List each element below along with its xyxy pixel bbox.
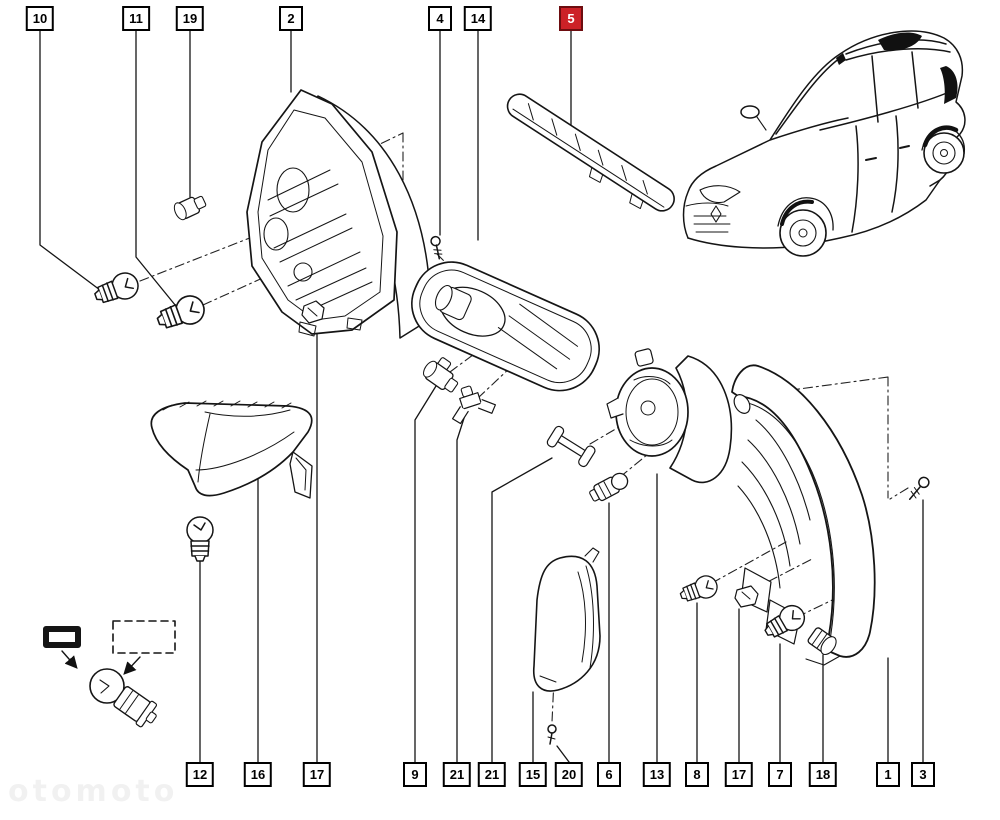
part-label-6: 6 [597,762,621,787]
part-label-16: 16 [243,762,273,787]
part-label-1: 1 [876,762,900,787]
legend-bulb-variants [43,620,176,728]
part-label-8: 8 [685,762,709,787]
bulb-socket-19-drawing [173,195,207,221]
part-label-13: 13 [642,762,672,787]
screw-4-drawing [430,235,443,260]
part-label-15: 15 [518,762,548,787]
part-label-7: 7 [768,762,792,787]
part-label-11: 11 [122,6,150,31]
clip-17b-drawing [734,585,759,608]
tail-lamp-housing-2-drawing [246,89,433,339]
lamp-holder-13-drawing [606,348,733,484]
bulb-holder-18-drawing [807,627,837,656]
part-label-19: 19 [175,6,205,31]
bulb-holder-9-drawing [423,357,459,393]
bulb-socket-6-drawing [589,472,629,502]
indicator-lamp-16-drawing [150,400,313,499]
part-label-21b: 21 [477,762,507,787]
part-label-18: 18 [808,762,838,787]
screw-3-drawing [908,476,930,501]
part-label-17a: 17 [302,762,332,787]
rivet-pin-21-drawing [546,425,596,468]
screw-20-drawing [547,724,557,745]
tail-lamp-14-drawing [411,261,600,392]
small-lamp-15-drawing [533,547,601,692]
bulb-8-drawing [676,572,721,608]
bulb-10-drawing [90,268,143,310]
part-label-9: 9 [403,762,427,787]
part-label-21a: 21 [442,762,472,787]
part-label-17b: 17 [724,762,754,787]
car-drawing [682,30,966,257]
bulb-holder-21-wing-drawing [451,385,496,425]
bulb-12-drawing [186,516,214,562]
part-label-10: 10 [25,6,55,31]
third-brake-light-5-drawing [506,93,675,212]
bulb-11-drawing [152,291,209,336]
watermark-text: otomoto [8,774,179,809]
part-label-5-highlighted: 5 [559,6,583,31]
part-label-2: 2 [279,6,303,31]
part-label-14: 14 [463,6,493,31]
leader-lines [39,27,924,763]
part-label-4: 4 [428,6,452,31]
part-label-20: 20 [554,762,584,787]
clip-17a-drawing [301,300,325,324]
part-label-12: 12 [185,762,215,787]
part-label-3: 3 [911,762,935,787]
